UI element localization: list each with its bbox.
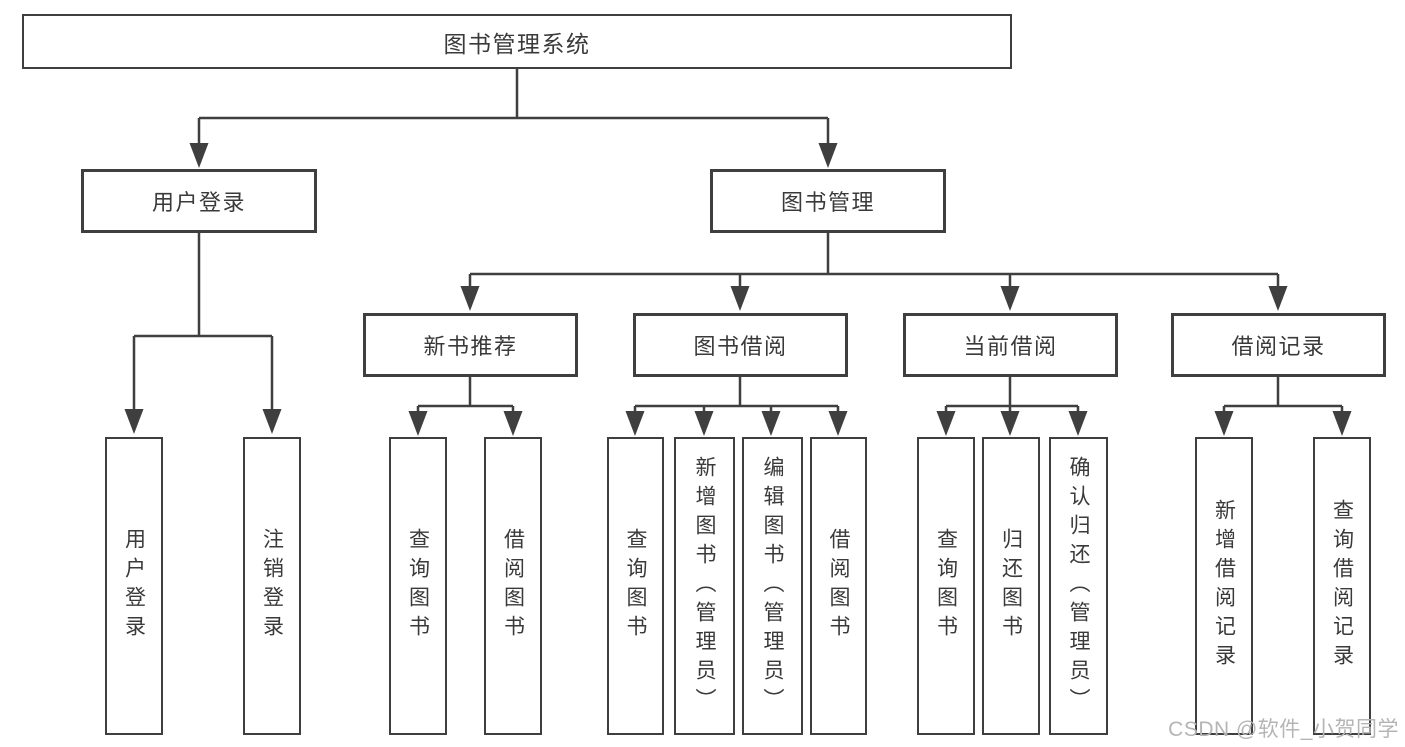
node-label: 新增图书（管理员） bbox=[693, 455, 716, 717]
leaf-return-books: 归还图书 bbox=[982, 437, 1040, 735]
arrow-down-icon bbox=[936, 411, 956, 436]
arrow-down-icon bbox=[625, 411, 645, 436]
node-label: 图书管理 bbox=[780, 190, 875, 215]
node-label: 查询借阅记录 bbox=[1330, 499, 1354, 673]
arrow-down-icon bbox=[1000, 286, 1020, 311]
arrow-down-icon bbox=[1000, 411, 1020, 436]
leaf-logout: 注销登录 bbox=[243, 437, 301, 735]
leaf-add-borrow-record: 新增借阅记录 bbox=[1195, 437, 1253, 735]
arrow-down-icon bbox=[818, 143, 838, 168]
node-root-system: 图书管理系统 bbox=[22, 14, 1012, 69]
arrow-down-icon bbox=[1214, 411, 1234, 436]
arrow-down-icon bbox=[503, 411, 523, 436]
connector-borrow-records-to-leaves bbox=[1222, 377, 1344, 413]
node-label: 借阅图书 bbox=[501, 528, 525, 644]
arrow-down-icon bbox=[189, 143, 209, 168]
arrow-down-icon bbox=[828, 411, 848, 436]
leaf-query-books-current: 查询图书 bbox=[917, 437, 975, 735]
node-label: 归还图书 bbox=[999, 528, 1023, 644]
node-label: 借阅记录 bbox=[1231, 334, 1326, 359]
leaf-confirm-return-admin: 确认归还（管理员） bbox=[1049, 437, 1108, 735]
node-label: 用户登录 bbox=[122, 528, 146, 644]
csdn-watermark: CSDN @软件_小贺同学 bbox=[1168, 718, 1399, 741]
arrow-down-icon bbox=[408, 411, 428, 436]
leaf-query-borrow-record: 查询借阅记录 bbox=[1313, 437, 1371, 735]
arrow-down-icon bbox=[124, 409, 144, 434]
node-label: 查询图书 bbox=[406, 528, 430, 644]
node-book-management-branch: 图书管理 bbox=[710, 169, 946, 233]
arrow-down-icon bbox=[1068, 411, 1088, 436]
connector-current-borrow-to-leaves bbox=[944, 377, 1080, 413]
arrow-down-icon bbox=[460, 286, 480, 311]
node-label: 借阅图书 bbox=[827, 528, 850, 644]
node-label: 新增借阅记录 bbox=[1212, 499, 1236, 673]
leaf-borrow-books-recommend: 借阅图书 bbox=[484, 437, 542, 735]
arrow-down-icon bbox=[761, 411, 781, 436]
node-label: 确认归还（管理员） bbox=[1067, 455, 1090, 717]
connector-user-login-to-leaves bbox=[132, 233, 274, 410]
connector-book-mgmt-to-modules bbox=[468, 233, 1280, 288]
leaf-borrow-books: 借阅图书 bbox=[810, 437, 867, 735]
arrow-down-icon bbox=[1332, 411, 1352, 436]
node-label: 图书借阅 bbox=[693, 334, 788, 359]
node-label: 编辑图书（管理员） bbox=[761, 455, 784, 717]
connector-book-borrow-to-leaves bbox=[633, 377, 840, 413]
leaf-user-login: 用户登录 bbox=[105, 437, 163, 735]
node-current-borrow: 当前借阅 bbox=[903, 313, 1118, 377]
arrow-down-icon bbox=[262, 409, 282, 434]
node-new-book-recommend: 新书推荐 bbox=[363, 313, 578, 377]
leaf-edit-books-admin: 编辑图书（管理员） bbox=[742, 437, 803, 735]
node-book-borrow: 图书借阅 bbox=[633, 313, 848, 377]
leaf-add-books-admin: 新增图书（管理员） bbox=[674, 437, 735, 735]
leaf-query-books-recommend: 查询图书 bbox=[389, 437, 447, 735]
node-label: 查询图书 bbox=[624, 528, 647, 644]
node-label: 用户登录 bbox=[151, 190, 246, 215]
node-label: 图书管理系统 bbox=[443, 30, 591, 57]
node-user-login-branch: 用户登录 bbox=[81, 169, 317, 233]
arrow-down-icon bbox=[694, 411, 714, 436]
arrow-down-icon bbox=[730, 286, 750, 311]
node-label: 新书推荐 bbox=[423, 334, 518, 359]
connector-new-books-to-leaves bbox=[416, 377, 515, 413]
connector-root-to-branches bbox=[197, 69, 830, 145]
node-label: 查询图书 bbox=[934, 528, 958, 644]
leaf-query-books-borrow: 查询图书 bbox=[607, 437, 664, 735]
node-label: 当前借阅 bbox=[963, 334, 1058, 359]
node-label: 注销登录 bbox=[260, 528, 284, 644]
node-borrow-records: 借阅记录 bbox=[1171, 313, 1386, 377]
arrow-down-icon bbox=[1268, 286, 1288, 311]
